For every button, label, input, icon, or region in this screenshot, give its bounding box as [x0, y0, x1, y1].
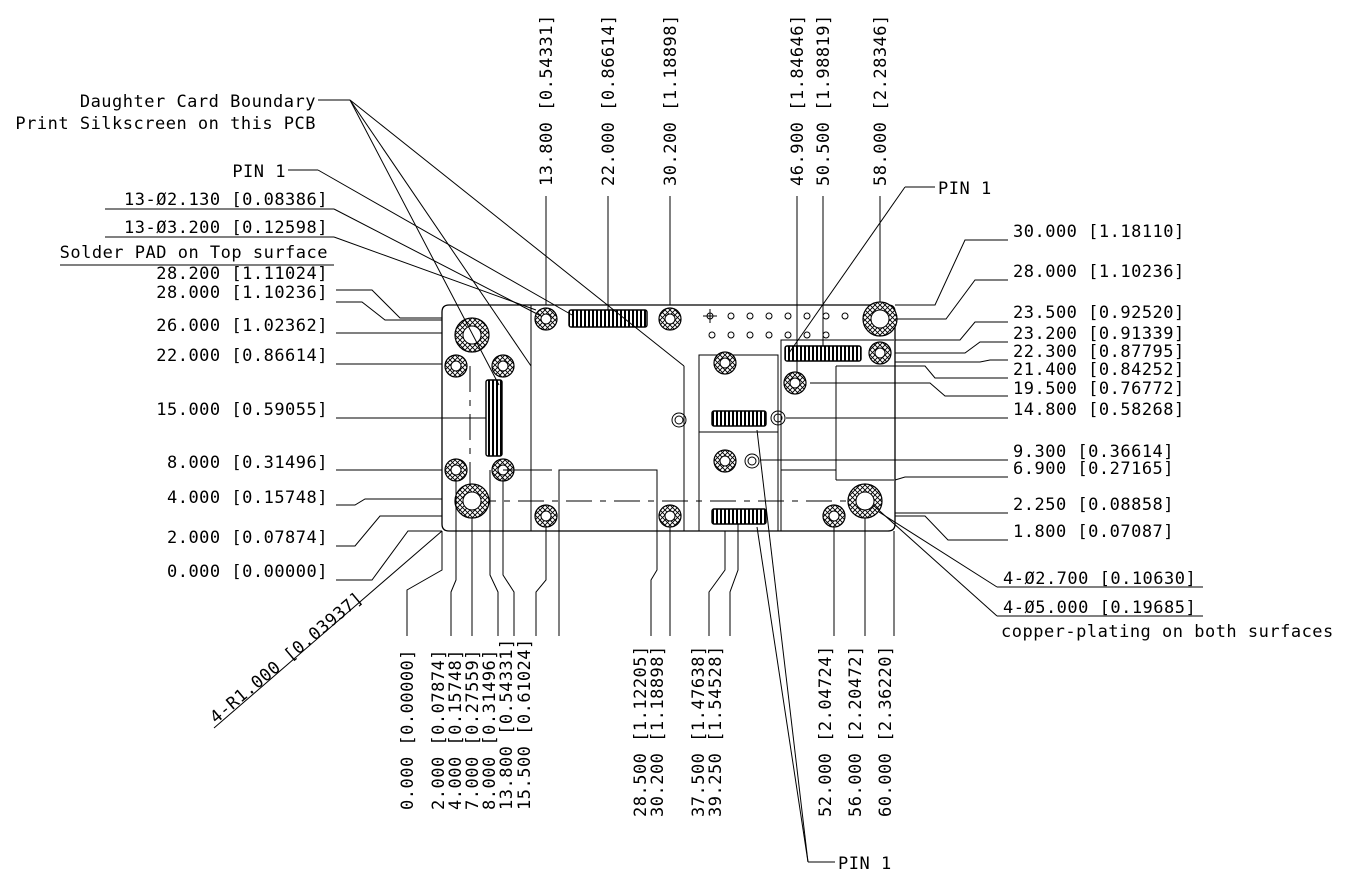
bottom-dimension-leaders: [406, 470, 895, 636]
dim-right: 22.300 [0.87795]: [1013, 342, 1185, 362]
small-pad: [658, 504, 682, 528]
dim-top: 22.000 [0.86614]: [599, 14, 619, 186]
small-pad: [713, 449, 737, 473]
small-pad: [822, 504, 846, 528]
large-mounting-holes: [454, 301, 898, 519]
left-dimension-leaders: [336, 289, 552, 581]
small-pad: [534, 504, 558, 528]
small-pad: [491, 354, 515, 378]
small-pad: [444, 458, 468, 482]
dim-right: 1.800 [0.07087]: [1013, 522, 1174, 542]
pads-label: 13-Ø3.200 [0.12598]: [124, 218, 328, 238]
dim-right: 23.500 [0.92520]: [1013, 303, 1185, 323]
connectors: [485, 309, 862, 525]
small-pad: [713, 351, 737, 375]
large-hole: [847, 483, 883, 519]
plain-holes: [671, 309, 849, 469]
big-holes-pad-label: 4-Ø5.000 [0.19685]: [1003, 598, 1196, 618]
solder-pad-note: Solder PAD on Top surface: [60, 243, 328, 263]
dim-bottom: 28.500 [1.12205]: [631, 645, 651, 817]
connector-vertical: [485, 379, 503, 457]
large-hole: [862, 301, 898, 337]
dim-right: 6.900 [0.27165]: [1013, 459, 1174, 479]
dim-bottom: 4.000 [0.15748]: [446, 649, 466, 810]
dim-left: 22.000 [0.86614]: [156, 346, 328, 366]
pin1-label-top-right: PIN 1: [938, 179, 992, 199]
dim-bottom: 7.000 [0.27559]: [463, 649, 483, 810]
dim-top: 50.500 [1.98819]: [814, 14, 834, 186]
dim-left: 8.000 [0.31496]: [167, 453, 328, 473]
dim-bottom: 13.800 [0.54331]: [497, 638, 517, 810]
dim-right: 2.250 [0.08858]: [1013, 495, 1174, 515]
pin1-label-bottom: PIN 1: [838, 854, 892, 874]
dim-left: 0.000 [0.00000]: [167, 562, 328, 582]
dim-bottom: 52.000 [2.04724]: [816, 645, 836, 817]
connector-right: [784, 345, 862, 362]
dim-top: 30.200 [1.18898]: [661, 14, 681, 186]
dim-bottom: 15.500 [0.61024]: [515, 638, 535, 810]
daughter-card-label: Daughter Card Boundary: [80, 92, 316, 112]
big-holes-drill-label: 4-Ø2.700 [0.10630]: [1003, 569, 1196, 589]
dim-top: 13.800 [0.54331]: [537, 14, 557, 186]
dim-right: 9.300 [0.36614]: [1013, 442, 1174, 462]
connector-top: [568, 309, 648, 328]
dim-left: 4.000 [0.15748]: [167, 488, 328, 508]
dim-left: 28.200 [1.11024]: [156, 264, 328, 284]
small-pad: [658, 307, 682, 331]
right-dimension-leaders: [760, 239, 1008, 541]
dim-right: 21.400 [0.84252]: [1013, 360, 1185, 380]
connector-middle: [711, 410, 767, 427]
large-hole: [454, 483, 490, 519]
pin1-label-top-left: PIN 1: [232, 162, 286, 182]
top-dimension-leaders: [545, 196, 881, 372]
dim-left: 2.000 [0.07874]: [167, 528, 328, 548]
dim-right: 23.200 [0.91339]: [1013, 324, 1185, 344]
dim-bottom: 2.000 [0.07874]: [429, 649, 449, 810]
dim-left: 26.000 [1.02362]: [156, 316, 328, 336]
connector-bottom: [711, 508, 767, 525]
dim-top: 58.000 [2.28346]: [871, 14, 891, 186]
small-pad: [534, 307, 558, 331]
dim-bottom: 8.000 [0.31496]: [480, 649, 500, 810]
copper-plating-note: copper-plating on both surfaces: [1001, 622, 1334, 642]
dim-right: 14.800 [0.58268]: [1013, 400, 1185, 420]
dim-left: 28.000 [1.10236]: [156, 283, 328, 303]
small-pads: [444, 307, 892, 528]
large-hole: [454, 317, 490, 353]
corner-radius-label: 4-R1.000 [0.03937]: [206, 588, 367, 728]
dim-left: 15.000 [0.59055]: [156, 400, 328, 420]
silkscreen-label: Print Silkscreen on this PCB: [15, 114, 316, 134]
small-pad: [868, 341, 892, 365]
small-pad: [783, 371, 807, 395]
small-pad: [444, 354, 468, 378]
dim-right: 19.500 [0.76772]: [1013, 379, 1185, 399]
dim-right: 28.000 [1.10236]: [1013, 262, 1185, 282]
leader-lines: [60, 99, 1203, 863]
board-outline: [441, 304, 896, 532]
dim-bottom: 0.000 [0.00000]: [398, 649, 418, 810]
dim-bottom: 56.000 [2.20472]: [846, 645, 866, 817]
small-holes-label: 13-Ø2.130 [0.08386]: [124, 190, 328, 210]
dim-right: 30.000 [1.18110]: [1013, 222, 1185, 242]
dim-bottom: 39.250 [1.54528]: [706, 645, 726, 817]
dim-bottom: 60.000 [2.36220]: [876, 645, 896, 817]
dim-bottom: 37.500 [1.47638]: [689, 645, 709, 817]
dim-bottom: 30.200 [1.18898]: [648, 645, 668, 817]
dim-top: 46.900 [1.84646]: [788, 14, 808, 186]
